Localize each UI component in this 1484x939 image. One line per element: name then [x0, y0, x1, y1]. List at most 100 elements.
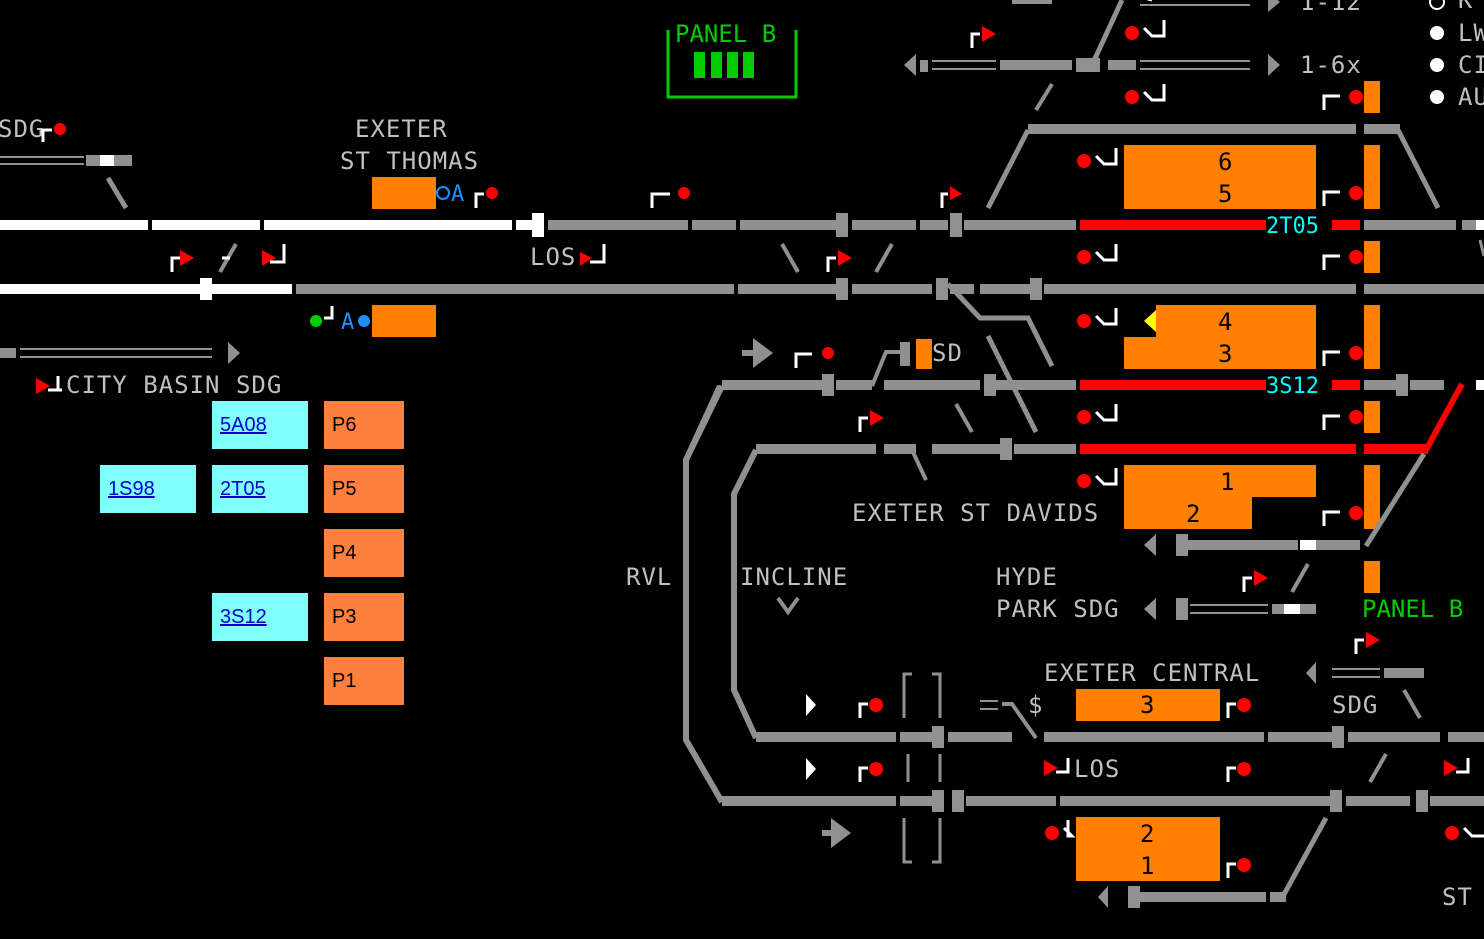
panel-boundary-strip — [1364, 81, 1380, 593]
signal-city-basin[interactable] — [36, 376, 62, 394]
st-thomas-platform-up — [372, 177, 436, 209]
signal-line2-c[interactable] — [826, 250, 852, 272]
platform-button-p5[interactable]: P5 — [324, 465, 404, 513]
exeter-st-thomas-label-1: EXETER — [355, 115, 448, 143]
los-label-lower: LOS — [1074, 755, 1120, 783]
signal-sd-right-3[interactable] — [1322, 250, 1363, 270]
signal-top-1[interactable] — [1125, 20, 1166, 40]
signal-line1-b[interactable] — [940, 186, 962, 208]
platform-1-2 — [1124, 465, 1316, 529]
upper-right-tracks — [904, 0, 1280, 76]
line-4 — [756, 382, 1465, 481]
signal-sd-right-5[interactable] — [1322, 410, 1363, 430]
route-1-6x-label: 1-6x — [1300, 51, 1362, 79]
signal-top-2[interactable] — [1125, 84, 1166, 104]
platform-3-number: 3 — [1218, 340, 1232, 368]
signal-sd-right-4[interactable] — [1322, 346, 1363, 366]
signal-central-f[interactable] — [1045, 820, 1076, 840]
signal-line2-b[interactable] — [262, 244, 286, 266]
dollar-marker: $ — [1028, 691, 1043, 719]
svg-text:A: A — [341, 310, 354, 335]
platform-button-p1[interactable]: P1 — [324, 657, 404, 705]
los-label-upper: LOS — [530, 243, 576, 271]
a-marker-upper[interactable]: A — [436, 182, 464, 207]
panel-b-indicator[interactable]: PANEL B — [666, 20, 798, 99]
signal-sd-p1[interactable] — [1077, 468, 1118, 488]
platform-5-number: 5 — [1218, 180, 1232, 208]
rvl-curve — [683, 384, 725, 804]
direction-arrow-central-1 — [806, 694, 816, 716]
exeter-st-davids-label: EXETER ST DAVIDS — [852, 499, 1099, 527]
sdg-right-label: SDG — [1332, 691, 1378, 719]
signal-line2-a[interactable] — [170, 250, 194, 272]
headcode-3s12[interactable]: 3S12 — [212, 593, 308, 641]
central-platform-2-1 — [1076, 817, 1220, 881]
signal-central-a[interactable] — [858, 698, 883, 718]
central-line-upper — [756, 726, 1484, 748]
signal-sd-l4[interactable] — [1077, 404, 1118, 424]
signal-central-sdg[interactable] — [1354, 632, 1380, 654]
headcode-2t05[interactable]: 2T05 — [212, 465, 308, 513]
st-right-label: ST — [1442, 883, 1473, 911]
panel-b-right-label[interactable]: PANEL B — [1362, 595, 1463, 623]
platform-2-number: 2 — [1186, 500, 1200, 528]
svg-text:AU: AU — [1458, 83, 1484, 111]
signal-central-d[interactable] — [1226, 762, 1251, 782]
incline-arrow — [776, 596, 800, 616]
central-platform-3 — [1076, 689, 1220, 721]
signal-central-h[interactable] — [1445, 826, 1484, 840]
signal-los-upper[interactable] — [580, 244, 606, 266]
platform-6-number: 6 — [1218, 148, 1232, 176]
headcode-5a08[interactable]: 5A08 — [212, 401, 308, 449]
signal-sd-approach[interactable] — [794, 347, 834, 368]
headcode-1s98[interactable]: 1S98 — [100, 465, 196, 513]
sdg-left-label: SDG — [0, 115, 44, 143]
signal-st-thomas-down[interactable] — [310, 306, 334, 327]
signal-central-los[interactable] — [1044, 758, 1070, 776]
signal-central-c[interactable] — [1226, 698, 1251, 718]
hyde-park-label-2: PARK SDG — [996, 595, 1120, 623]
legend-partial: K LW CI AU — [1429, 0, 1484, 111]
signal-central-e[interactable] — [1444, 758, 1470, 776]
signal-top-3[interactable] — [970, 26, 996, 48]
platform-6-5 — [1124, 145, 1316, 209]
td-3s12[interactable]: 3S12 — [1266, 374, 1319, 399]
signal-sdg-left[interactable] — [41, 123, 66, 142]
down-main-line — [0, 278, 1484, 300]
crossing-marks — [902, 672, 942, 864]
city-basin-label: CITY BASIN SDG — [66, 371, 282, 399]
a-marker-lower[interactable]: A — [341, 310, 370, 335]
central-sdg-track — [1306, 662, 1424, 719]
route-1-12-label: 1-12 — [1300, 0, 1362, 16]
sd-siding[interactable] — [870, 339, 932, 387]
signal-sd-p4[interactable] — [1077, 308, 1118, 328]
exeter-st-thomas-label-2: ST THOMAS — [340, 147, 479, 175]
hyde-park-label-1: HYDE — [996, 563, 1058, 591]
central-platform-1-number: 1 — [1140, 852, 1154, 880]
signal-sd-right-2[interactable] — [1322, 186, 1363, 206]
panel-b-label: PANEL B — [675, 20, 776, 48]
rvl-label: RVL — [626, 563, 672, 591]
incline-label: INCLINE — [740, 563, 848, 591]
platform-button-p6[interactable]: P6 — [324, 401, 404, 449]
signal-sd-right-1[interactable] — [1322, 90, 1363, 110]
central-platform-3-number: 3 — [1140, 691, 1154, 719]
signal-central-g[interactable] — [1226, 858, 1251, 878]
direction-arrow-central-2 — [806, 758, 816, 780]
signal-hyde-park[interactable] — [1242, 570, 1268, 592]
signal-line1-a[interactable] — [650, 187, 690, 208]
signal-sd-l2[interactable] — [1077, 244, 1118, 264]
signal-st-thomas-up[interactable] — [474, 187, 498, 208]
platform-button-p3[interactable]: P3 — [324, 593, 404, 641]
bay-loop-lines — [985, 82, 1441, 210]
signal-sd-p6[interactable] — [1077, 148, 1118, 168]
platform-4-number: 4 — [1218, 308, 1232, 336]
up-main-line — [0, 213, 1484, 237]
signal-sd-right-6[interactable] — [1322, 506, 1363, 526]
signal-line4-a[interactable] — [858, 410, 884, 432]
signal-central-b[interactable] — [858, 762, 883, 782]
city-basin-siding — [0, 342, 240, 364]
incline-curve — [731, 448, 759, 740]
platform-button-p4[interactable]: P4 — [324, 529, 404, 577]
td-2t05[interactable]: 2T05 — [1266, 214, 1319, 239]
